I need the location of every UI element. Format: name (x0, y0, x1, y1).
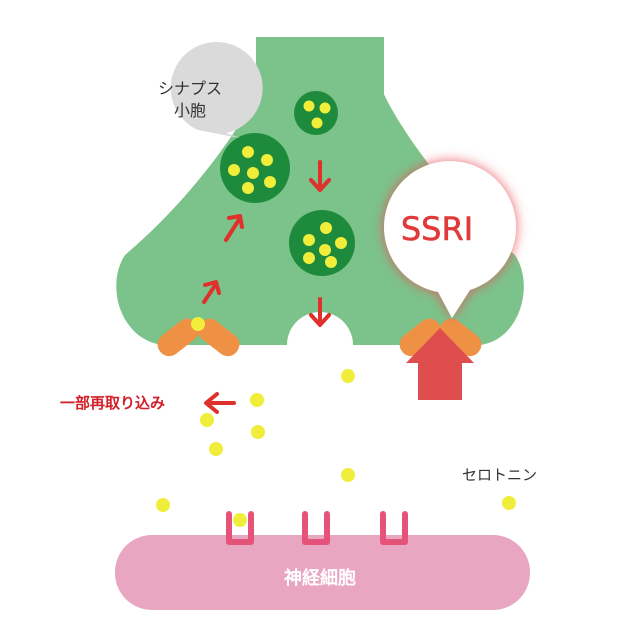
ssri-label: SSRI (401, 210, 473, 248)
receptor (302, 511, 330, 545)
axon-stem (256, 37, 384, 97)
serotonin-molecule (209, 442, 223, 456)
arrow-left-icon (204, 392, 236, 414)
vesicle-label-line2: 小胞 (174, 101, 206, 120)
chevron-arrow-icon (224, 214, 244, 242)
reuptake-label: 一部再取り込み (60, 394, 165, 412)
neuron-label: 神経細胞 (284, 567, 356, 589)
vesicle-callout: シナプス 小胞 (158, 41, 263, 138)
vesicle-upper-left (220, 133, 290, 203)
serotonin-molecule (251, 425, 265, 439)
serotonin-molecule (250, 393, 264, 407)
receptors (226, 511, 408, 545)
synaptic-cleft-serotonin (156, 369, 516, 527)
serotonin-molecule (200, 413, 214, 427)
vesicle-label-line1: シナプス (158, 79, 222, 98)
chevron-arrow-icon (202, 280, 221, 304)
transporter-left (157, 317, 240, 357)
serotonin-label: セロトニン (462, 466, 537, 484)
receptor (380, 511, 408, 545)
vesicle-flow-arrows (202, 160, 331, 327)
chevron-arrow-icon (309, 297, 331, 327)
receptor (226, 511, 254, 545)
serotonin-molecule (191, 317, 205, 331)
transporter-right (399, 318, 482, 357)
ssri-bubble: SSRI (384, 161, 517, 318)
serotonin-molecule (233, 513, 247, 527)
chevron-arrow-icon (309, 160, 331, 192)
vesicle-small (294, 91, 338, 135)
reuptake-annotation: 一部再取り込み (60, 392, 236, 414)
serotonin-molecule (341, 369, 355, 383)
postsynaptic-neuron: 神経細胞 (115, 511, 530, 610)
serotonin-molecule (502, 496, 516, 510)
vesicle-middle (289, 210, 355, 276)
arrow-up-icon (406, 328, 474, 400)
serotonin-molecule (156, 498, 170, 512)
neuron-body (115, 535, 530, 610)
serotonin-molecule (341, 468, 355, 482)
